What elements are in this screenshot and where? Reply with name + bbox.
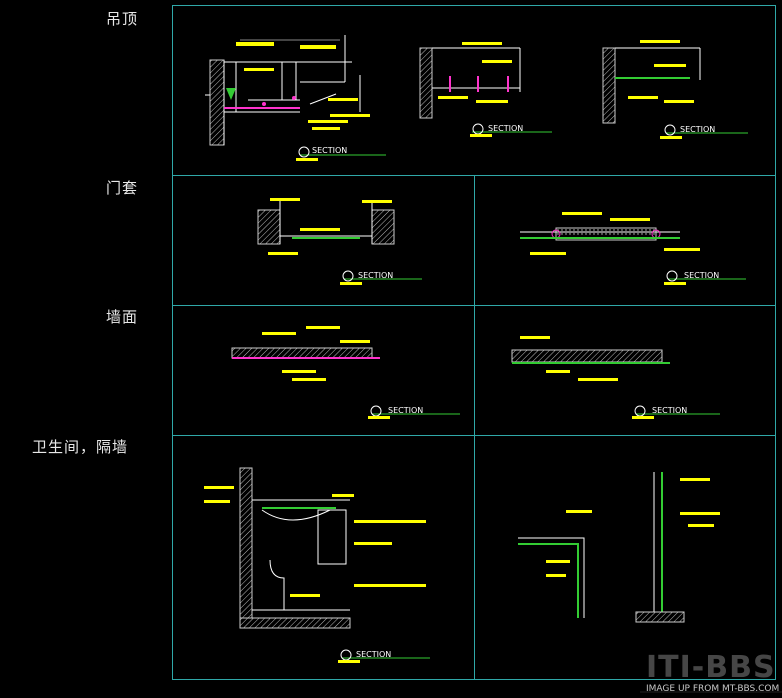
panel-bath-right <box>474 435 776 680</box>
wall-detail-left <box>231 326 460 419</box>
section-label-wall-right: SECTION <box>652 406 687 415</box>
section-label-bathroom-left: SECTION <box>356 650 391 659</box>
bathroom-detail-right <box>518 472 720 623</box>
category-door-frame: 门套 <box>106 179 139 197</box>
ceiling-detail-2 <box>419 42 552 137</box>
wall-detail-right <box>511 336 720 419</box>
watermark-credit: IMAGE UP FROM MT-BBS.COM <box>646 684 780 694</box>
section-label-ceiling-2: SECTION <box>488 124 523 133</box>
door-detail-right <box>520 212 746 285</box>
ceiling-detail-3 <box>602 40 748 139</box>
category-ceiling: 吊顶 <box>106 10 139 28</box>
section-label-wall-left: SECTION <box>388 406 423 415</box>
watermark-logo: ITI-BBS <box>646 650 776 685</box>
section-label-ceiling-3: SECTION <box>680 125 715 134</box>
ceiling-detail-1 <box>205 35 386 161</box>
category-bathroom-partition: 卫生间，隔墙 <box>32 438 129 456</box>
section-label-ceiling-1: SECTION <box>312 146 347 155</box>
category-wall: 墙面 <box>106 308 139 326</box>
bathroom-detail-left <box>204 467 430 663</box>
door-detail-left <box>257 198 422 285</box>
section-label-door-left: SECTION <box>358 271 393 280</box>
section-label-door-right: SECTION <box>684 271 719 280</box>
